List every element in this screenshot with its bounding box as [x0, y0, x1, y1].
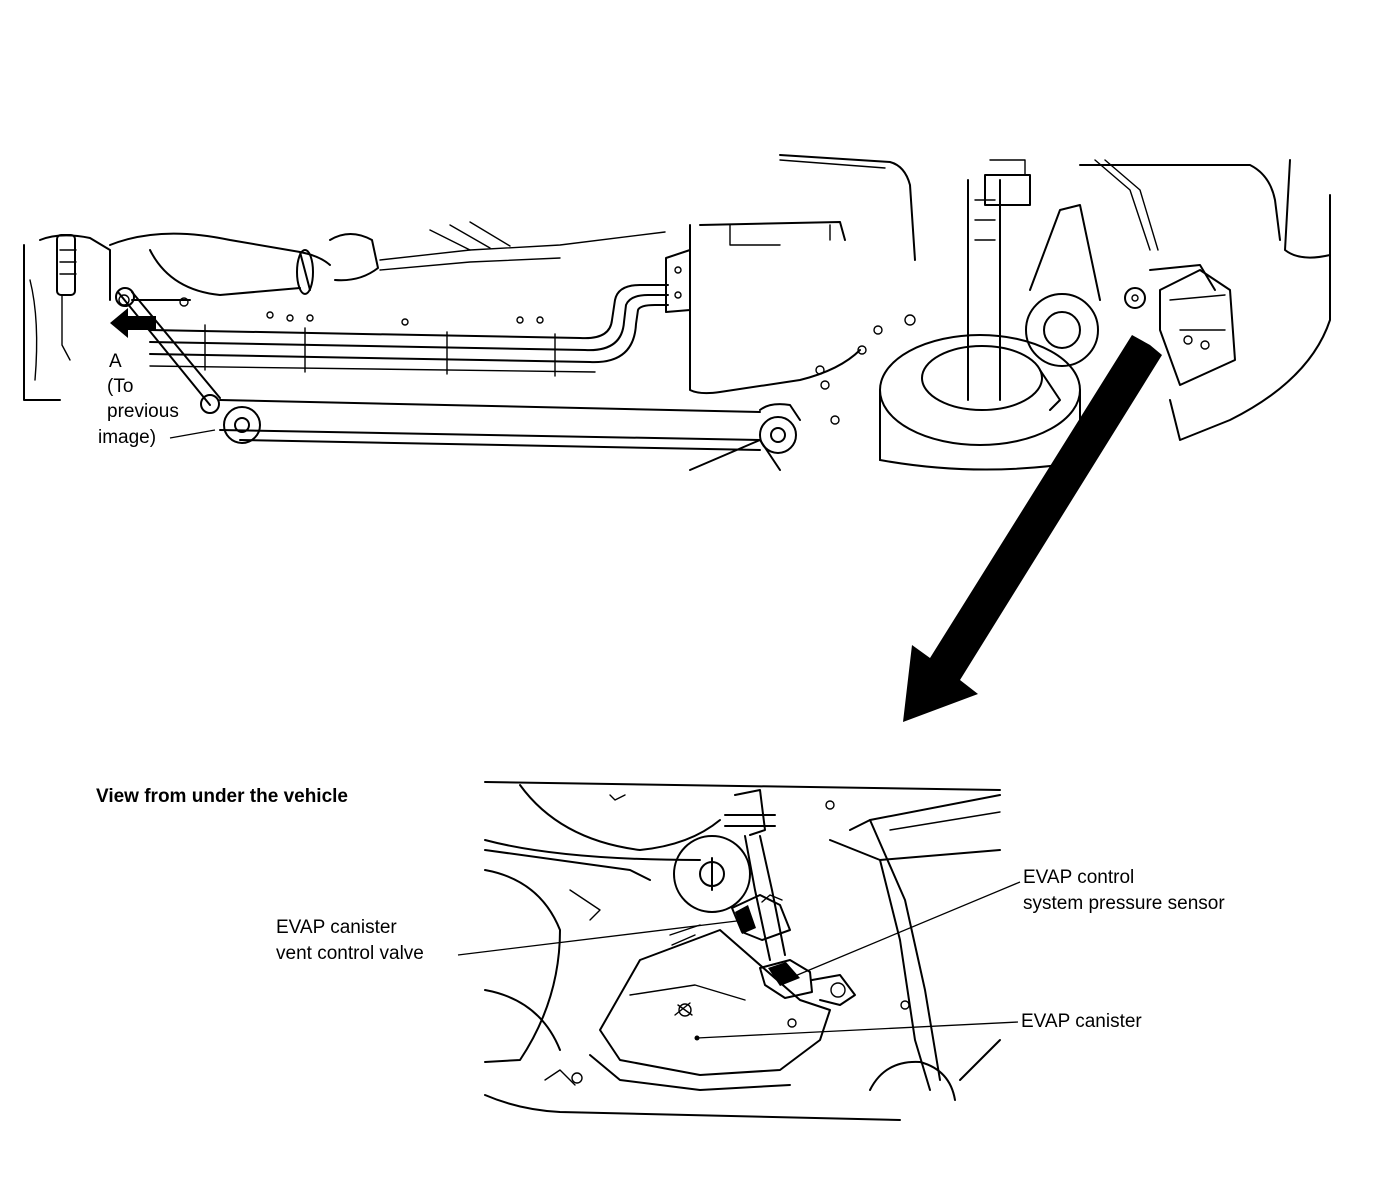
callout-vent-valve-1: EVAP canister	[276, 917, 397, 938]
zoom-arrow	[903, 335, 1162, 722]
detail-view-drawing	[484, 781, 1001, 1121]
callout-pressure-sensor-1: EVAP control	[1023, 867, 1135, 888]
label-a-note-2: previous	[107, 401, 179, 422]
label-a-note-3: image)	[98, 427, 157, 448]
leader-canister	[696, 1021, 1019, 1039]
leader-vent-valve	[457, 919, 746, 956]
callout-vent-valve-2: vent control valve	[276, 943, 424, 964]
label-a: A	[109, 351, 122, 372]
detail-view-title: View from under the vehicle	[96, 786, 349, 807]
underbody-overview	[23, 154, 1331, 471]
callout-canister: EVAP canister	[1021, 1011, 1142, 1032]
label-a-note-1: (To	[107, 376, 134, 397]
callout-pressure-sensor-2: system pressure sensor	[1023, 893, 1225, 914]
leader-pressure-sensor	[794, 881, 1021, 977]
